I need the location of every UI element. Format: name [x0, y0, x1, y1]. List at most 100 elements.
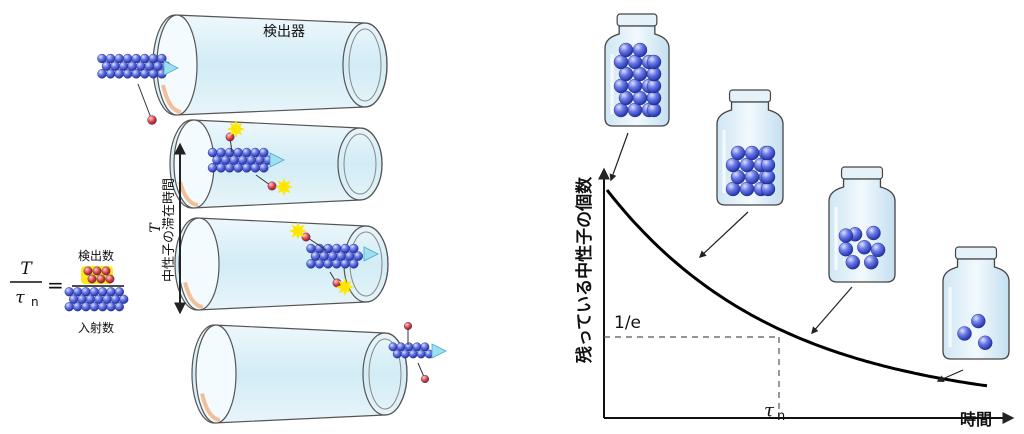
- tube-inner-rim: [348, 28, 382, 102]
- jar-full: [604, 13, 670, 127]
- y-axis-label: 残っている中性子の個数: [574, 176, 595, 363]
- one-over-e-label: 1/e: [614, 313, 641, 333]
- x-axis-label: 時間: [960, 410, 992, 429]
- decay-curve: [605, 189, 988, 388]
- particle-bunches: [97, 53, 447, 384]
- ratio-formula: T τ n = 検出数 入射数: [10, 248, 129, 335]
- neutron-ball: [131, 69, 141, 79]
- tube-inner-rim: [368, 338, 402, 410]
- motion-arrow: [363, 246, 379, 262]
- track-line: [255, 174, 271, 186]
- neutron-ball: [216, 163, 226, 173]
- jar-body: [942, 258, 1010, 360]
- jar-lid: [728, 89, 772, 103]
- tau-label: τ: [764, 400, 775, 421]
- proton-ball: [267, 181, 277, 191]
- neutron-ball: [857, 240, 872, 255]
- neutron-ball: [64, 302, 74, 312]
- neutron-ball: [730, 145, 746, 161]
- neutron-ball: [122, 69, 133, 79]
- detector-tube: [174, 217, 389, 311]
- proton-ball: [83, 266, 93, 276]
- detector-tubes: [97, 14, 447, 424]
- motion-arrow: [431, 343, 447, 359]
- right-panel: 1/e τ n 時間 残っている中性子の個数: [574, 13, 1015, 429]
- neutron-ball: [148, 69, 159, 79]
- neutron-ball: [314, 259, 325, 269]
- detected-label: 検出数: [78, 248, 114, 263]
- detection-flash: [289, 222, 307, 240]
- neutron-ball: [250, 163, 260, 173]
- neutron-ball: [72, 302, 83, 312]
- detected-particles: [81, 266, 115, 284]
- jar-body: [828, 178, 896, 283]
- neutron-ball: [744, 145, 760, 161]
- proton-ball: [301, 232, 311, 242]
- neutron-ball: [416, 349, 426, 359]
- neutron-ball: [349, 243, 359, 254]
- formula-denominator-sub: n: [31, 295, 39, 309]
- jar-three-quarter: [716, 89, 784, 206]
- jars: [604, 13, 1010, 360]
- neutron-ball: [845, 255, 860, 270]
- detection-flash: [275, 178, 293, 196]
- jar-lid: [954, 246, 998, 260]
- neutron-ball: [81, 302, 91, 312]
- track-line: [417, 362, 425, 378]
- neutron-ball: [864, 255, 879, 270]
- neutron-ball: [866, 225, 881, 241]
- detector-tube: [191, 324, 408, 424]
- formula-denominator: τ: [15, 288, 25, 308]
- tube-back-rim: [362, 332, 408, 416]
- proton-ball: [92, 266, 102, 276]
- neutron-ball: [233, 163, 243, 173]
- proton-ball: [105, 274, 115, 284]
- neutron-ball: [105, 69, 116, 79]
- tube-inner-rim: [343, 133, 377, 195]
- neutron-ball: [114, 302, 124, 312]
- neutron-ball: [224, 163, 235, 173]
- neutron-ball: [978, 335, 993, 350]
- neutron-ball: [340, 259, 350, 269]
- neutron-ball: [331, 259, 342, 269]
- left-panel: 検出器 T 中性子の滞在時間 T τ n = 検出数 入射数: [10, 14, 447, 424]
- neutron-ball: [618, 42, 634, 58]
- residence-label: 中性子の滞在時間: [162, 178, 177, 282]
- neutron-ball: [306, 259, 316, 269]
- residence-symbol: T: [148, 222, 164, 233]
- neutron-ball: [392, 349, 402, 359]
- jar-few: [942, 246, 1010, 360]
- pointer-arrow-1: [609, 132, 629, 182]
- motion-arrow: [163, 60, 179, 76]
- detector-label: 検出器: [263, 24, 305, 40]
- tube-back-rim: [337, 127, 383, 201]
- proton-ball: [87, 274, 97, 284]
- proton-ball: [147, 115, 157, 125]
- neutron-ball: [838, 228, 854, 243]
- neutron-ball: [971, 313, 986, 329]
- neutron-ball: [870, 242, 886, 258]
- proton-ball: [101, 266, 111, 276]
- incident-particles: [64, 287, 129, 312]
- proton-ball: [96, 274, 106, 284]
- tube-glow: [183, 281, 204, 309]
- neutron-ball: [140, 69, 150, 79]
- neutron-ball: [89, 302, 99, 312]
- pointer-arrow-3: [811, 286, 853, 335]
- neutron-ball: [241, 163, 252, 173]
- neutron-ball: [838, 242, 854, 257]
- track-line: [137, 83, 152, 119]
- jar-half: [828, 166, 896, 283]
- neutron-ball: [646, 54, 662, 70]
- incident-label: 入射数: [78, 320, 114, 335]
- neutron-ball: [119, 294, 129, 304]
- tube-glow: [161, 84, 182, 114]
- detection-flash: [336, 278, 354, 296]
- jar-lid: [616, 13, 658, 27]
- detector-tube: [152, 14, 388, 116]
- neutron-ball: [259, 147, 269, 158]
- neutron-ball: [106, 302, 116, 312]
- track-line: [307, 237, 327, 251]
- neutron-ball: [323, 259, 333, 269]
